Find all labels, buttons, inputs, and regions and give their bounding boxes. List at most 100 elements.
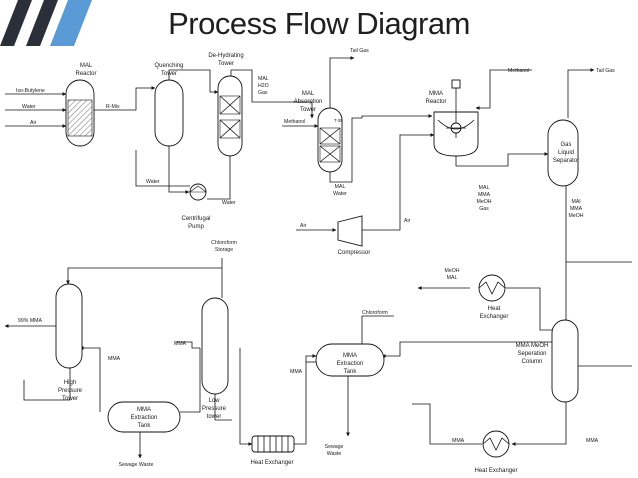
label-mma-meoh-column-line: Column bbox=[522, 359, 543, 365]
label-mal-reactor: MAL Reactor bbox=[75, 63, 96, 77]
stream-separator-out-line: MMA bbox=[570, 206, 583, 212]
mal-reactor bbox=[65, 79, 95, 147]
stream-meoh-mal-line: MeOH bbox=[445, 268, 460, 274]
gas-liquid-separator bbox=[547, 119, 579, 187]
heat-exchanger-bottom bbox=[251, 435, 295, 453]
label-mma-reactor-line: Reactor bbox=[425, 99, 446, 105]
stream-water-in: Water bbox=[22, 104, 36, 110]
stream-methanol-reactor-line: Methanol bbox=[508, 68, 529, 74]
label-compressor: Compressor bbox=[338, 250, 371, 256]
stream-sewage-waste-left: Sewage Waste bbox=[119, 462, 154, 468]
stream-water-quench-line: Water bbox=[146, 179, 160, 185]
stream-mma-mid-line: MMA bbox=[290, 369, 303, 375]
stream-chloroform-in-line: Chloroform bbox=[362, 310, 388, 316]
stripe-dark-1 bbox=[0, 0, 32, 46]
label-low-pressure-tower-line: Pressure bbox=[202, 406, 227, 412]
stream-tail-gas-right: Tail Gas bbox=[596, 68, 615, 74]
heat-exchanger-top bbox=[478, 274, 506, 302]
label-dehydrating-tower-line: De-Hydrating bbox=[208, 53, 243, 59]
label-mal-reactor-line: MAL bbox=[80, 63, 93, 69]
stream-r-mix-line: R-Mix bbox=[106, 104, 120, 110]
label-gas-liquid-separator-line: Gas bbox=[560, 142, 571, 148]
mma-meoh-column bbox=[551, 319, 579, 403]
stream-separator-out-line: MeOH bbox=[569, 213, 584, 219]
high-pressure-tower bbox=[55, 283, 83, 369]
label-high-pressure-tower-line: Tower bbox=[62, 396, 78, 402]
label-high-pressure-tower-line: Pressure bbox=[58, 388, 83, 394]
label-mal-absorption-tower-line: Tower bbox=[300, 107, 316, 113]
stream-tail-gas-top: Tail Gas bbox=[350, 48, 369, 54]
label-chloroform-storage-line: Chloroform bbox=[211, 240, 237, 246]
label-low-pressure-tower-line: Low bbox=[208, 398, 220, 404]
stream-water-quench: Water bbox=[146, 179, 160, 185]
label-mma-reactor: MMA Reactor bbox=[425, 91, 446, 105]
label-high-pressure-tower-line: High bbox=[64, 380, 76, 386]
label-extraction-tank-left-line: Tank bbox=[138, 423, 152, 429]
stream-sewage-waste-mid-line: Sewage bbox=[325, 444, 344, 450]
label-mal-reactor-line: Reactor bbox=[75, 71, 96, 77]
label-gas-liquid-separator-line: Separator bbox=[553, 158, 579, 164]
stream-air-compressor-out-line: Air bbox=[404, 218, 411, 224]
label-extraction-tank-mid-line: Extraction bbox=[337, 361, 364, 367]
stream-sewage-waste-left-line: Sewage Waste bbox=[119, 462, 154, 468]
mal-absorption-tower bbox=[317, 107, 343, 173]
low-pressure-tower bbox=[201, 297, 229, 395]
stream-iso-butylene-line: Iso-Butylene bbox=[16, 88, 45, 94]
stream-reactor-out-line: MeOH bbox=[477, 199, 492, 205]
label-heat-exchanger-top-line: Exchanger bbox=[480, 314, 509, 320]
stream-separator-out-line: MAl bbox=[572, 199, 581, 205]
label-mal-absorption-tower-line: MAL bbox=[302, 91, 315, 97]
stream-mma-99: 99% MMA bbox=[18, 318, 42, 324]
stream-mma-bottom-line: MMA bbox=[452, 438, 465, 444]
label-chloroform-storage-line: Storage bbox=[215, 247, 233, 253]
stream-mma-right: MMA bbox=[586, 438, 599, 444]
stream-air-compressor-in: Air bbox=[300, 223, 307, 229]
tower-marker-line: T-38 bbox=[334, 118, 343, 123]
stripe-dark-2 bbox=[26, 0, 58, 46]
stream-mma-99-line: 99% MMA bbox=[18, 318, 42, 324]
stream-mal-h2o-gas-line: Gas bbox=[258, 90, 268, 96]
stream-methanol-absorber: Methanol bbox=[284, 119, 305, 125]
centrifugal-pump bbox=[189, 183, 207, 201]
label-mma-meoh-column-line: Seperation bbox=[517, 351, 546, 357]
decorative-stripes bbox=[0, 0, 92, 46]
stream-tail-gas-top-line: Tail Gas bbox=[350, 48, 369, 54]
label-quenching-tower-line: Tower bbox=[161, 71, 177, 77]
label-extraction-tank-left-line: MMA bbox=[137, 407, 151, 413]
stream-r-mix: R-Mix bbox=[106, 104, 120, 110]
stream-mma-lp: MMA bbox=[174, 341, 187, 347]
stream-mma-right-line: MMA bbox=[586, 438, 599, 444]
mma-extraction-tank-mid bbox=[315, 343, 385, 377]
stream-mal-h2o-gas-line: MAL bbox=[258, 76, 269, 82]
stream-mma-lp-line: MMA bbox=[174, 341, 187, 347]
label-dehydrating-tower-line: Tower bbox=[218, 61, 234, 67]
label-mma-reactor-line: MMA bbox=[429, 91, 443, 97]
stream-mma-hp: MMA bbox=[108, 356, 121, 362]
label-centrifugal-pump-line: Centrifugal bbox=[181, 216, 210, 222]
stream-air-compressor-out: Air bbox=[404, 218, 411, 224]
heat-exchanger-right bbox=[482, 430, 510, 458]
stream-mma-hp-line: MMA bbox=[108, 356, 121, 362]
stream-mal-water-line: Water bbox=[333, 191, 347, 197]
quenching-tower bbox=[154, 79, 184, 147]
stream-meoh-mal-line: MAL bbox=[447, 275, 458, 281]
label-mal-absorption-tower-line: Absorption bbox=[294, 99, 323, 105]
stream-water-in-line: Water bbox=[22, 104, 36, 110]
mma-extraction-tank-left bbox=[107, 401, 181, 433]
stream-air-in: Air bbox=[30, 120, 37, 126]
label-quenching-tower-line: Quenching bbox=[154, 63, 183, 69]
